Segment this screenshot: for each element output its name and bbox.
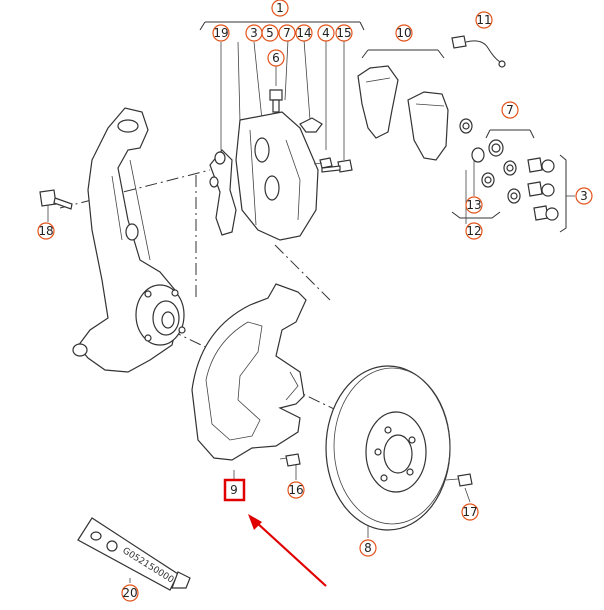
brake-pad-rear [407, 91, 449, 161]
callout-11: 11 [475, 11, 493, 29]
bolt-4 [313, 157, 333, 169]
caliper-pistons [527, 157, 559, 221]
svg-text:7: 7 [506, 103, 514, 117]
spring-clip [299, 117, 323, 133]
callout-19: 19 [212, 24, 230, 42]
callout-18: 18 [37, 222, 55, 240]
bolt-18 [39, 189, 73, 210]
bracket-10 [361, 49, 445, 59]
callout-7a: 7 [278, 24, 296, 42]
bolt-17 [445, 473, 473, 487]
wear-sensor [451, 35, 506, 68]
svg-text:17: 17 [462, 505, 477, 519]
callout-1: 1 [271, 0, 289, 17]
callout-6: 6 [267, 49, 285, 67]
callout-20: 20 [121, 584, 139, 602]
svg-text:7: 7 [283, 26, 291, 40]
brake-disc [325, 365, 451, 531]
svg-text:16: 16 [288, 483, 303, 497]
svg-text:15: 15 [336, 26, 351, 40]
svg-text:3: 3 [250, 26, 258, 40]
svg-text:13: 13 [466, 198, 481, 212]
callout-3b: 3 [575, 187, 593, 205]
callout-16: 16 [287, 481, 305, 499]
svg-text:3: 3 [580, 189, 588, 203]
svg-text:5: 5 [266, 26, 274, 40]
callout-10: 10 [395, 24, 413, 42]
callout-12: 12 [465, 222, 483, 240]
svg-text:19: 19 [213, 26, 228, 40]
grease-tube: G052150000 [77, 517, 191, 591]
callout-9-highlighted: 9 [223, 478, 246, 502]
callout-13: 13 [465, 196, 483, 214]
svg-text:14: 14 [296, 26, 311, 40]
bolt-16 [279, 453, 301, 467]
bleed-screw [269, 89, 283, 113]
bolt-15 [321, 159, 353, 173]
caliper-seals [459, 118, 521, 204]
callout-15: 15 [335, 24, 353, 42]
caliper-carrier [209, 149, 237, 236]
wheel-hub [135, 284, 186, 346]
svg-text:10: 10 [396, 26, 411, 40]
callout-5: 5 [261, 24, 279, 42]
brake-caliper [235, 111, 319, 241]
svg-text:12: 12 [466, 224, 481, 238]
svg-text:4: 4 [322, 26, 330, 40]
bracket-12 [451, 211, 501, 219]
svg-text:1: 1 [276, 1, 284, 15]
callout-7b: 7 [501, 101, 519, 119]
splash-shield [191, 283, 307, 461]
svg-text:6: 6 [272, 51, 280, 65]
leader-lines [47, 39, 575, 583]
callout-14: 14 [295, 24, 313, 42]
callout-8: 8 [359, 539, 377, 557]
svg-text:20: 20 [122, 586, 137, 600]
bracket-7 [485, 129, 535, 139]
svg-text:8: 8 [364, 541, 372, 555]
bracket-1 [199, 21, 365, 31]
callout-3a: 3 [245, 24, 263, 42]
bracket-3b [559, 154, 567, 233]
svg-text:18: 18 [38, 224, 53, 238]
callout-4: 4 [317, 24, 335, 42]
svg-text:9: 9 [230, 483, 238, 497]
red-arrow [248, 514, 327, 587]
svg-text:11: 11 [476, 13, 491, 27]
brake-pad-front [357, 65, 399, 139]
callout-17: 17 [461, 503, 479, 521]
